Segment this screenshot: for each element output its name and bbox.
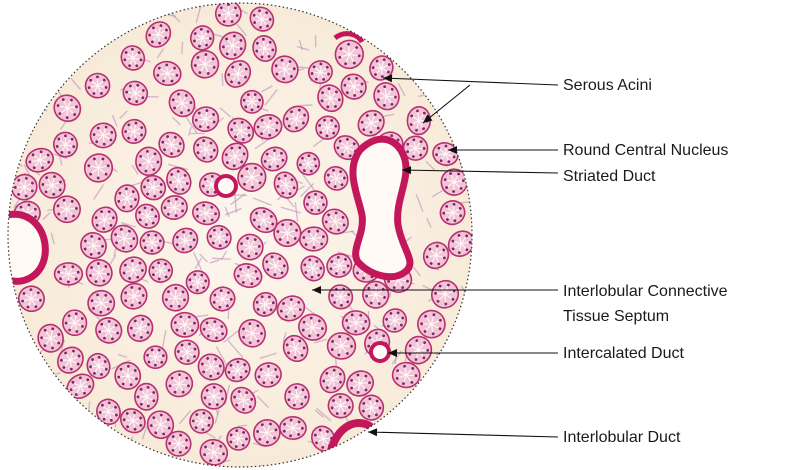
intercalated-duct-small xyxy=(216,176,236,196)
fiber xyxy=(238,425,246,426)
fiber xyxy=(297,67,308,68)
fiber xyxy=(0,460,2,470)
label-serous-acini: Serous Acini xyxy=(563,76,652,95)
fiber xyxy=(6,115,17,119)
fiber xyxy=(6,146,9,154)
fiber xyxy=(467,134,476,137)
fiber xyxy=(352,438,370,440)
fiber xyxy=(459,39,467,44)
fiber xyxy=(0,229,1,237)
fiber xyxy=(65,24,84,28)
fiber xyxy=(403,448,407,461)
fiber xyxy=(63,1,81,11)
serous-acinus xyxy=(186,270,210,294)
micrograph-field xyxy=(0,0,490,470)
fiber xyxy=(456,1,462,11)
serous-acinus xyxy=(327,332,356,359)
serous-acinus xyxy=(392,362,421,388)
fiber xyxy=(471,217,489,218)
leader-arrowhead xyxy=(368,428,377,436)
fiber xyxy=(408,15,427,17)
label-interlobular-septum-line2: Tissue Septum xyxy=(563,307,669,326)
fiber xyxy=(37,414,46,416)
fiber xyxy=(37,51,44,56)
fiber xyxy=(390,463,398,470)
serous-acinus xyxy=(144,346,167,369)
fiber xyxy=(319,1,320,13)
serous-acinus xyxy=(54,263,82,285)
fiber xyxy=(321,1,333,10)
fiber xyxy=(426,446,433,464)
label-striated-duct: Striated Duct xyxy=(563,167,655,186)
fiber xyxy=(109,444,115,456)
serous-acinus xyxy=(279,416,306,439)
serous-acinus xyxy=(359,395,384,421)
fiber xyxy=(453,375,463,377)
fiber xyxy=(90,453,104,466)
fiber xyxy=(2,73,12,86)
serous-acinus xyxy=(140,231,164,254)
fiber xyxy=(436,354,446,359)
fiber xyxy=(43,397,58,407)
fiber xyxy=(34,76,48,80)
fiber xyxy=(419,387,425,403)
fiber xyxy=(131,451,133,461)
fiber xyxy=(456,355,467,359)
serous-acinus xyxy=(87,290,115,316)
fiber xyxy=(465,420,473,427)
fiber xyxy=(465,290,466,307)
intercalated-duct xyxy=(371,343,389,361)
fiber xyxy=(469,462,475,468)
fiber xyxy=(462,49,463,68)
fiber xyxy=(423,61,433,65)
fiber xyxy=(394,418,408,428)
fiber xyxy=(39,68,50,73)
serous-acinus xyxy=(171,312,199,337)
fiber xyxy=(81,18,89,20)
fiber xyxy=(124,437,132,455)
label-round-central-nucleus: Round Central Nucleus xyxy=(563,141,728,160)
serous-acinus xyxy=(135,383,158,410)
fiber xyxy=(470,2,485,7)
fiber xyxy=(314,4,324,5)
fiber xyxy=(82,463,84,470)
label-intercalated-duct: Intercalated Duct xyxy=(563,344,684,363)
leader-line xyxy=(368,432,558,437)
serous-acinus xyxy=(241,91,263,114)
serous-acinus xyxy=(62,310,87,336)
fiber xyxy=(39,100,47,106)
fiber xyxy=(338,7,349,12)
fiber xyxy=(92,440,97,457)
fiber xyxy=(420,22,425,31)
label-interlobular-duct: Interlobular Duct xyxy=(563,428,680,447)
fiber xyxy=(182,43,183,54)
fiber xyxy=(115,446,127,457)
fiber xyxy=(298,105,312,106)
fiber xyxy=(380,12,381,23)
serous-acinus xyxy=(342,310,370,335)
fiber xyxy=(0,271,2,281)
fiber xyxy=(51,6,64,19)
fiber xyxy=(435,376,448,379)
fiber xyxy=(434,404,445,415)
serous-acinus xyxy=(441,169,468,196)
fiber xyxy=(9,162,12,174)
interlobular-duct-left xyxy=(8,214,45,281)
serous-acinus xyxy=(299,227,328,252)
striated-duct xyxy=(353,139,410,277)
label-interlobular-septum-line1: Interlobular Connective xyxy=(563,282,728,301)
fiber xyxy=(222,74,223,86)
fiber xyxy=(1,160,6,167)
